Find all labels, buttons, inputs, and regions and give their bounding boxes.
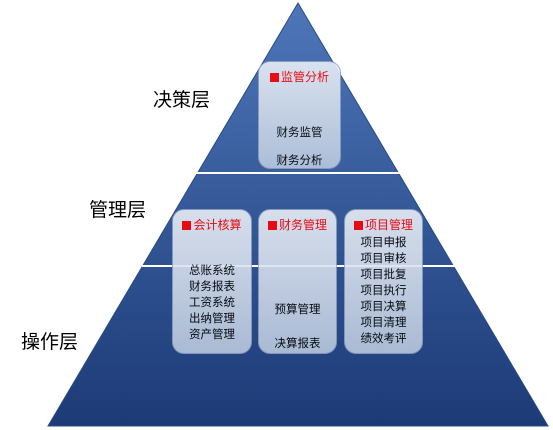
module-finance-item: 决算报表 bbox=[274, 336, 321, 350]
module-supervision-item: 财务分析 bbox=[276, 153, 323, 167]
module-supervision-item: 财务监管 bbox=[276, 125, 323, 139]
module-project-item: 项目审核 bbox=[360, 251, 407, 265]
module-finance-title-text: 财务管理 bbox=[278, 218, 327, 232]
module-project-item: 项目执行 bbox=[360, 283, 407, 297]
module-project-title-text: 项目管理 bbox=[364, 218, 413, 232]
layer-label-management: 管理层 bbox=[89, 199, 147, 221]
module-accounting-title: 会计核算 bbox=[173, 216, 251, 233]
module-finance: 财务管理 预算管理 决算报表 bbox=[258, 209, 337, 354]
module-finance-title: 财务管理 bbox=[259, 216, 336, 233]
module-accounting: 会计核算 总账系统 财务报表 工资系统 出纳管理 资产管理 bbox=[172, 209, 252, 354]
module-accounting-item: 工资系统 bbox=[189, 295, 235, 309]
square-bullet-icon bbox=[269, 73, 279, 82]
module-supervision-title-text: 监管分析 bbox=[280, 70, 329, 84]
module-project-item: 项目申报 bbox=[360, 235, 407, 249]
square-bullet-icon bbox=[353, 221, 363, 230]
module-finance-item: 预算管理 bbox=[274, 302, 321, 316]
module-accounting-item: 财务报表 bbox=[189, 279, 235, 293]
module-supervision: 监管分析 财务监管 财务分析 bbox=[258, 61, 341, 169]
module-project: 项目管理 项目申报 项目审核 项目批复 项目执行 项目决算 项目清理 绩效考评 bbox=[344, 209, 423, 354]
module-supervision-title: 监管分析 bbox=[259, 68, 340, 85]
square-bullet-icon bbox=[182, 221, 192, 230]
module-accounting-item: 总账系统 bbox=[189, 263, 235, 277]
square-bullet-icon bbox=[267, 221, 277, 230]
module-accounting-item: 出纳管理 bbox=[189, 311, 235, 325]
module-project-item: 项目清理 bbox=[360, 315, 407, 329]
layer-label-decision: 决策层 bbox=[153, 89, 211, 111]
module-accounting-title-text: 会计核算 bbox=[193, 218, 242, 232]
layer-label-operation: 操作层 bbox=[21, 331, 79, 353]
module-project-item: 项目批复 bbox=[360, 267, 407, 281]
module-project-item: 绩效考评 bbox=[360, 331, 407, 345]
module-accounting-item: 资产管理 bbox=[189, 327, 235, 341]
module-project-item: 项目决算 bbox=[360, 299, 407, 313]
module-project-title: 项目管理 bbox=[345, 216, 422, 233]
